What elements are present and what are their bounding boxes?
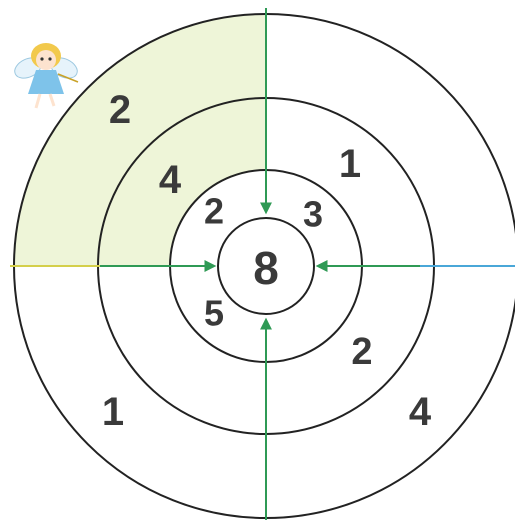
number-top-left-middle: 4 [159, 158, 182, 202]
number-bottom-left-inner: 5 [204, 293, 224, 334]
center-number: 8 [253, 242, 279, 294]
number-top-left-outer: 2 [109, 88, 131, 132]
number-bottom-right-middle: 2 [351, 331, 372, 373]
number-top-right-outer: 1 [339, 142, 361, 186]
number-top-right-inner: 3 [303, 194, 323, 235]
fairy-icon [12, 43, 81, 108]
number-bottom-right-outer: 4 [409, 390, 432, 434]
number-bottom-left-outer: 1 [102, 390, 124, 434]
number-top-left-inner: 2 [204, 191, 224, 232]
